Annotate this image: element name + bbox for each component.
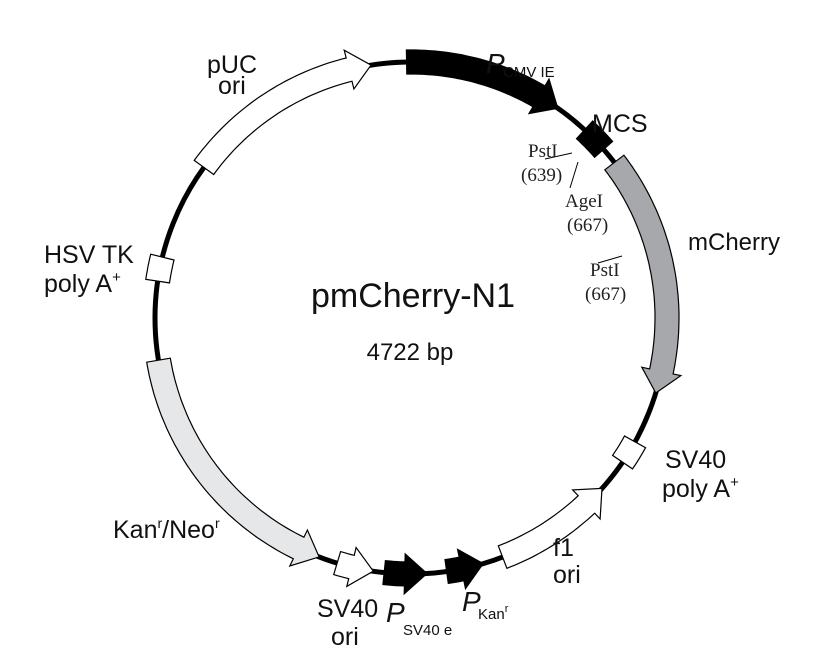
- sv40-ori-label-2: ori: [331, 623, 359, 651]
- pcmv-label-p: P: [486, 48, 505, 79]
- psti-667-pos: (667): [585, 284, 626, 305]
- feature-sv40-polya: [611, 435, 647, 470]
- psv40e-label-sub: SV40 e: [403, 622, 452, 639]
- psti-639-pos: (639): [521, 165, 562, 186]
- feature-mcs: [575, 120, 614, 159]
- plasmid-name: pmCherry-N1: [311, 277, 515, 315]
- mcherry-label: mCherry: [688, 229, 780, 256]
- sv40-ori-label-1: SV40: [317, 595, 378, 623]
- sv40-polya-label-2: poly A+: [662, 474, 739, 503]
- psti-639-name: PstI: [528, 141, 558, 162]
- plasmid-size: 4722 bp: [367, 339, 454, 366]
- psv40e-label-p: P: [386, 597, 405, 628]
- agei-667-leader: [569, 161, 579, 189]
- f1-ori-label-1: f1: [553, 534, 574, 562]
- pcmv-label-sub: CMV IE: [503, 64, 555, 81]
- kan-neo-label: Kanr/Neor: [113, 515, 220, 544]
- psti-667-name: PstI: [590, 260, 620, 281]
- psti-667-leader: [597, 255, 623, 264]
- pkan-label-sub: Kanr: [478, 603, 509, 623]
- puc-ori-label-2: ori: [218, 72, 246, 100]
- feature-psv40e: [382, 552, 428, 596]
- feature-puc-ori: [193, 48, 372, 176]
- puc-ori-label-1: pUC: [207, 51, 257, 79]
- hsv-tk-label-2: poly A+: [44, 269, 121, 298]
- feature-mcherry: [603, 154, 683, 394]
- feature-pcmv: [405, 49, 559, 115]
- features: [145, 48, 683, 596]
- agei-667-pos: (667): [567, 215, 608, 236]
- mcs-label: MCS: [592, 110, 648, 138]
- feature-sv40-ori: [332, 546, 375, 588]
- hsv-tk-label-1: HSV TK: [44, 241, 134, 269]
- feature-f1-ori: [497, 487, 603, 570]
- agei-667-name: AgeI: [565, 191, 603, 212]
- feature-kan-neo: [146, 357, 320, 567]
- pkan-label-p: P: [462, 586, 481, 617]
- feature-hsv-tk-polya: [145, 253, 175, 284]
- psti-639-leader: [544, 152, 573, 160]
- f1-ori-label-2: ori: [553, 561, 581, 589]
- feature-pkan: [444, 548, 485, 591]
- sv40-polya-label-1: SV40: [665, 446, 726, 474]
